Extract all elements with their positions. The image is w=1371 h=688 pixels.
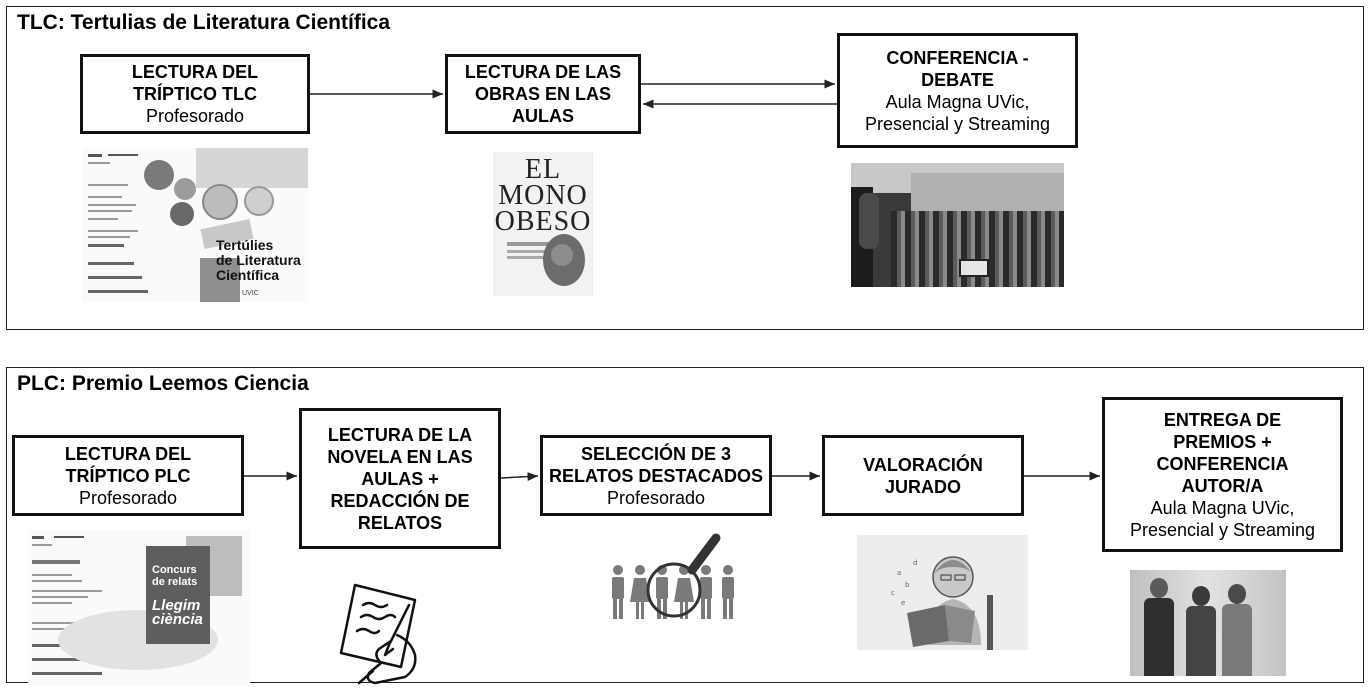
- tlc-title: TLC: Tertulias de Literatura Científica: [17, 11, 391, 34]
- svg-text:b: b: [905, 581, 910, 589]
- plc-step-triptico: LECTURA DEL TRÍPTICO PLC Profesorado: [12, 435, 244, 516]
- triptico-title-line: Tertúlies: [216, 237, 274, 253]
- step-actor: Profesorado: [78, 487, 178, 508]
- book-cover-image: EL MONO OBESO: [493, 152, 593, 296]
- triptico-title-line: de Literatura: [216, 252, 301, 268]
- step-location: Aula Magna UVic, Presencial y Streaming: [864, 91, 1051, 134]
- card-text: Llegim: [152, 597, 201, 614]
- plc-step-seleccion: SELECCIÓN DE 3 RELATOS DESTACADOS Profes…: [540, 435, 772, 516]
- book-title-line: EL: [524, 154, 562, 185]
- step-label: ENTREGA DE PREMIOS + CONFERENCIA AUTOR/A: [1156, 409, 1289, 496]
- plc-step-lectura-novela: LECTURA DE LA NOVELA EN LAS AULAS + REDA…: [299, 408, 501, 549]
- tlc-step-lectura-obras: LECTURA DE LAS OBRAS EN LAS AULAS: [445, 54, 641, 134]
- triptico-title-line: Científica: [216, 267, 280, 283]
- card-text: ciència: [152, 611, 203, 628]
- hand-writing-icon: [339, 583, 417, 685]
- plc-triptico-image: Concurs de relats Llegim ciència: [28, 530, 250, 686]
- tlc-step-triptico: LECTURA DEL TRÍPTICO TLC Profesorado: [80, 54, 310, 134]
- book-title-line: OBESO: [494, 206, 592, 237]
- triptico-logo: UVIC: [242, 290, 259, 297]
- svg-text:c: c: [891, 589, 895, 597]
- conference-photo: [851, 163, 1064, 287]
- step-label: LECTURA DEL TRÍPTICO TLC: [131, 62, 259, 104]
- svg-text:e: e: [901, 599, 905, 607]
- step-label: LECTURA DEL TRÍPTICO PLC: [64, 443, 192, 486]
- step-label: VALORACIÓN JURADO: [863, 454, 983, 497]
- book-title-line: MONO: [498, 180, 588, 211]
- plc-title: PLC: Premio Leemos Ciencia: [17, 372, 309, 395]
- tlc-triptico-image: Tertúlies de Literatura Científica UVIC: [82, 148, 308, 302]
- plc-step-entrega: ENTREGA DE PREMIOS + CONFERENCIA AUTOR/A…: [1102, 397, 1343, 552]
- people-magnifier-icon: [612, 533, 734, 619]
- card-text: de relats: [152, 576, 198, 588]
- svg-text:a: a: [897, 569, 901, 577]
- step-label: LECTURA DE LAS OBRAS EN LAS AULAS: [464, 62, 622, 126]
- step-label: LECTURA DE LA NOVELA EN LAS AULAS + REDA…: [327, 424, 473, 533]
- step-label: SELECCIÓN DE 3 RELATOS DESTACADOS: [548, 443, 763, 486]
- step-actor: Profesorado: [145, 106, 245, 126]
- step-location: Aula Magna UVic, Presencial y Streaming: [1129, 497, 1316, 540]
- plc-triptico-card: Concurs de relats Llegim ciència: [146, 546, 210, 644]
- step-actor: Profesorado: [606, 487, 706, 508]
- awards-photo: [1130, 570, 1286, 676]
- card-text: Concurs: [152, 564, 197, 576]
- step-label: CONFERENCIA - DEBATE: [886, 47, 1029, 90]
- plc-step-valoracion: VALORACIÓN JURADO: [822, 435, 1024, 516]
- svg-text:d: d: [913, 559, 917, 567]
- tlc-step-conferencia: CONFERENCIA - DEBATE Aula Magna UVic, Pr…: [837, 33, 1078, 148]
- triptico-title: Tertúlies de Literatura Científica: [216, 238, 301, 283]
